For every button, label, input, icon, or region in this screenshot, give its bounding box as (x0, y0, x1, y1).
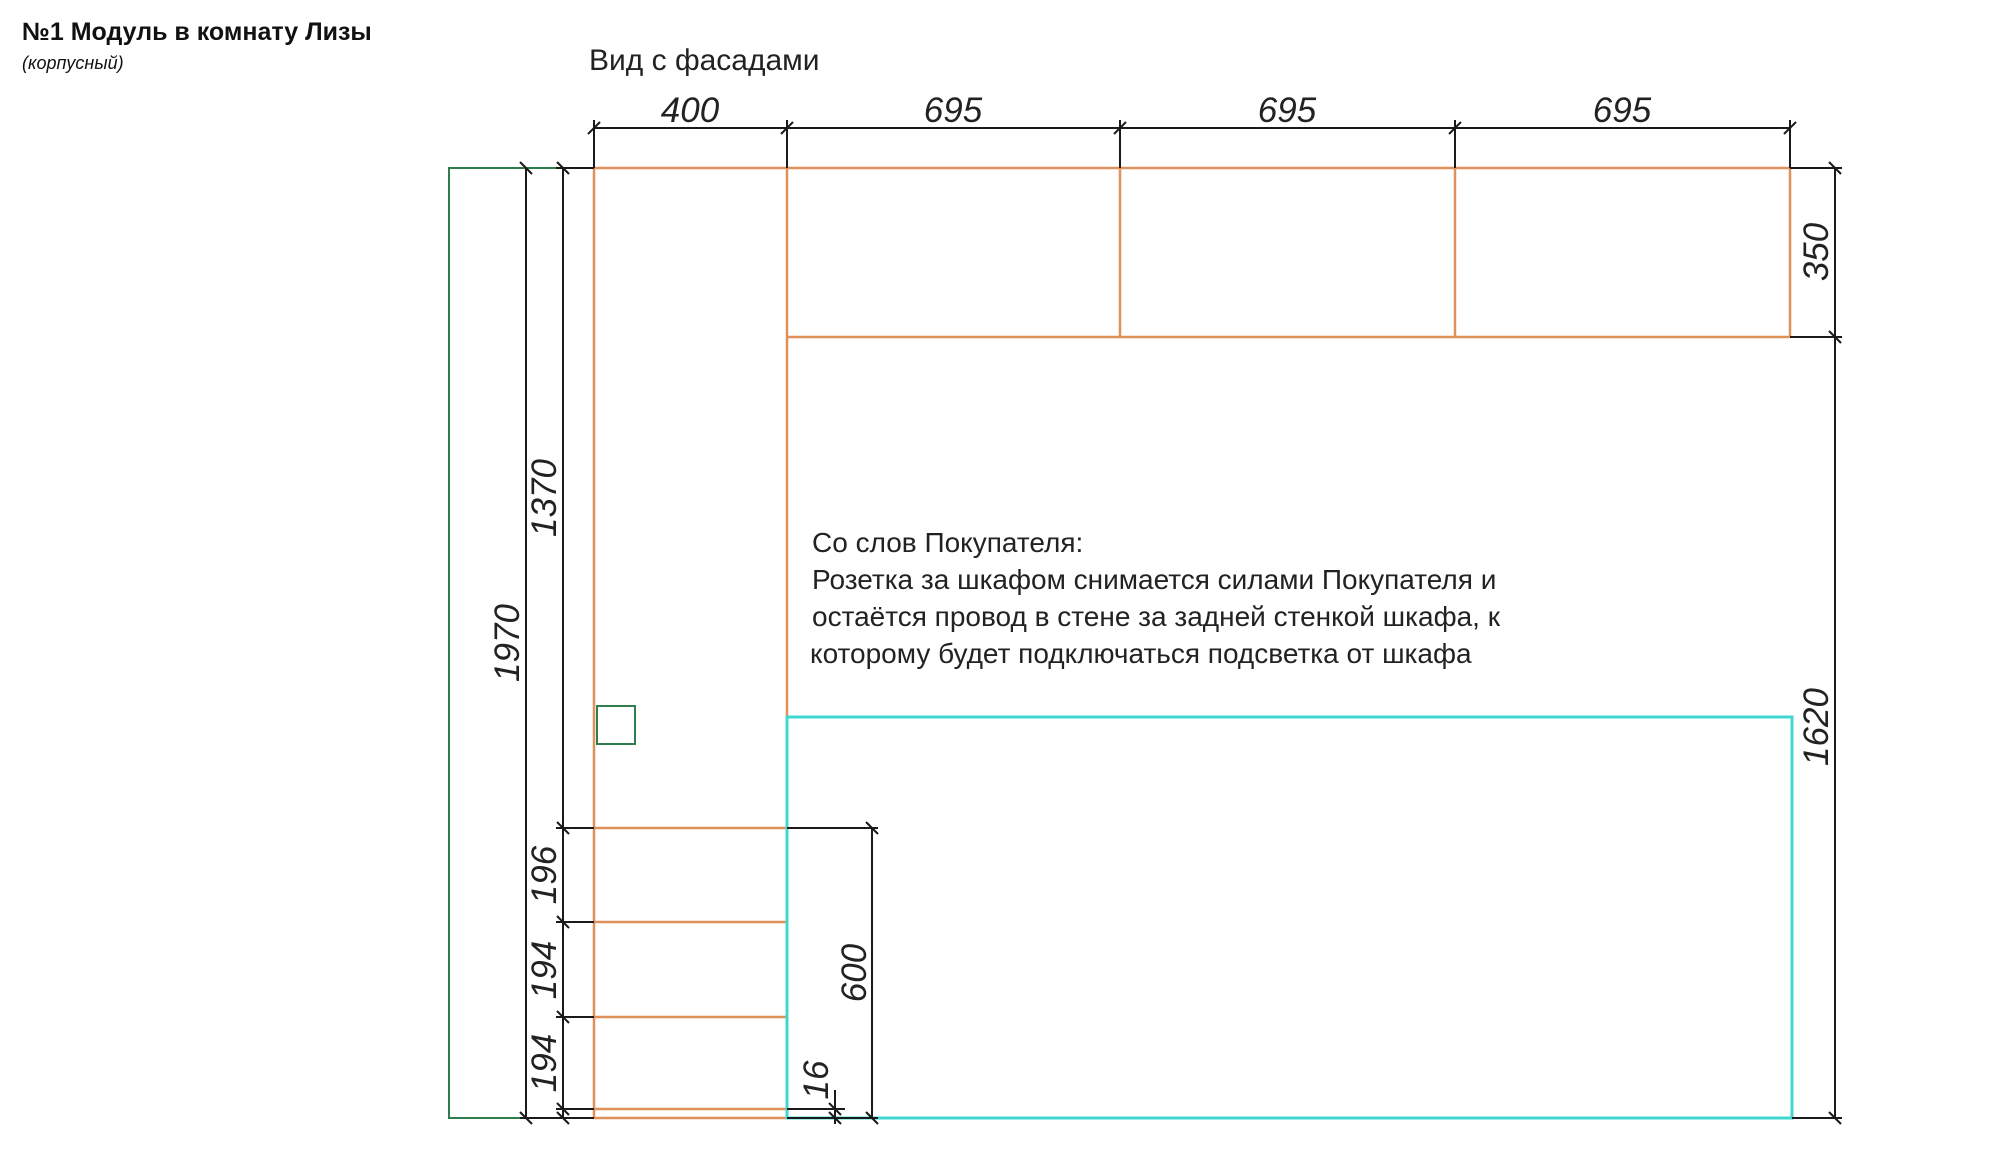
dim-drawer-194-2: 194 (525, 1034, 564, 1092)
view-label: Вид с фасадами (589, 44, 820, 77)
dim-top-695-2: 695 (1258, 91, 1317, 130)
dim-right-1620: 1620 (1797, 688, 1836, 766)
dim-left-1370: 1370 (525, 459, 564, 537)
dim-bottom-gap-16: 16 (797, 1060, 836, 1099)
dim-right-350: 350 (1797, 222, 1836, 281)
dim-drawer-unit-600: 600 (835, 943, 874, 1002)
note-line-3: остаётся провод в стене за задней стенко… (812, 601, 1501, 632)
dim-top-695-1: 695 (924, 91, 983, 130)
dimension-lines (519, 120, 1842, 1125)
dim-top-695-3: 695 (1593, 91, 1652, 130)
dim-drawer-194-1: 194 (525, 941, 564, 999)
page-title: №1 Модуль в комнату Лизы (22, 18, 372, 46)
customer-note: Со слов Покупателя: Розетка за шкафом сн… (810, 527, 1501, 669)
dim-top-400: 400 (661, 91, 720, 130)
note-line-2: Розетка за шкафом снимается силами Покуп… (812, 564, 1496, 595)
dimension-labels: 400 695 695 695 350 1620 1970 1370 196 1… (488, 91, 1836, 1099)
note-line-4: которому будет подключаться подсветка от… (810, 638, 1472, 669)
socket-marker (596, 705, 636, 745)
open-niche (785, 715, 1794, 1120)
page-subtitle: (корпусный) (22, 53, 124, 73)
dim-drawer-196: 196 (525, 845, 564, 904)
dim-left-1970: 1970 (488, 604, 527, 682)
note-line-1: Со слов Покупателя: (812, 527, 1083, 558)
